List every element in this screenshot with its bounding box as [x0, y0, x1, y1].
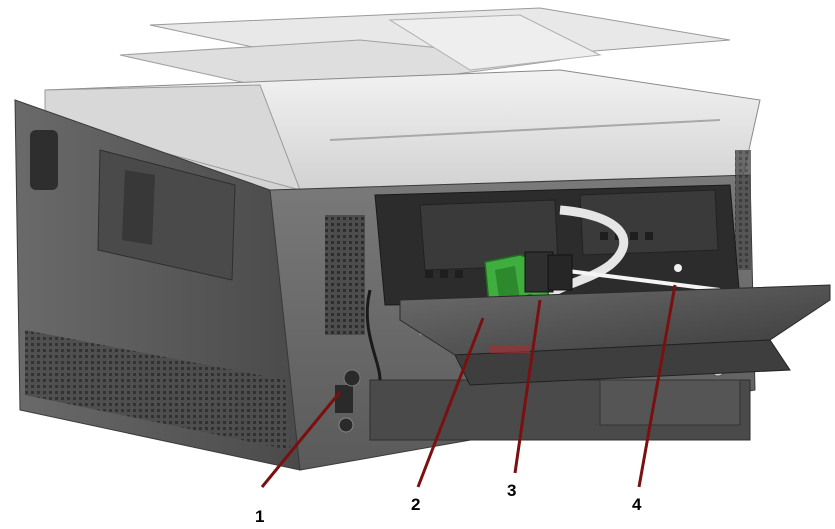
callout-label-4: 4: [632, 495, 642, 514]
callout-label-1: 1: [255, 507, 265, 526]
interior-opening: [374, 184, 741, 306]
power-connector: [343, 369, 361, 387]
leader-line-3: [513, 299, 542, 474]
leader-line-2: [416, 317, 485, 488]
power-cable: [365, 289, 382, 381]
callout-label-2: 2: [411, 495, 421, 514]
output-tray: [119, 7, 731, 96]
rear-vent-grille: [325, 215, 365, 335]
side-handle-left: [30, 130, 58, 190]
side-panel: [14, 99, 301, 471]
usb-port: [335, 385, 353, 413]
screw: [338, 417, 354, 433]
callout-label-3: 3: [507, 481, 517, 500]
leader-line-4: [637, 284, 677, 488]
side-vent-grille: [25, 330, 290, 450]
leader-line-1: [260, 391, 342, 488]
leader-lines: [260, 284, 677, 488]
